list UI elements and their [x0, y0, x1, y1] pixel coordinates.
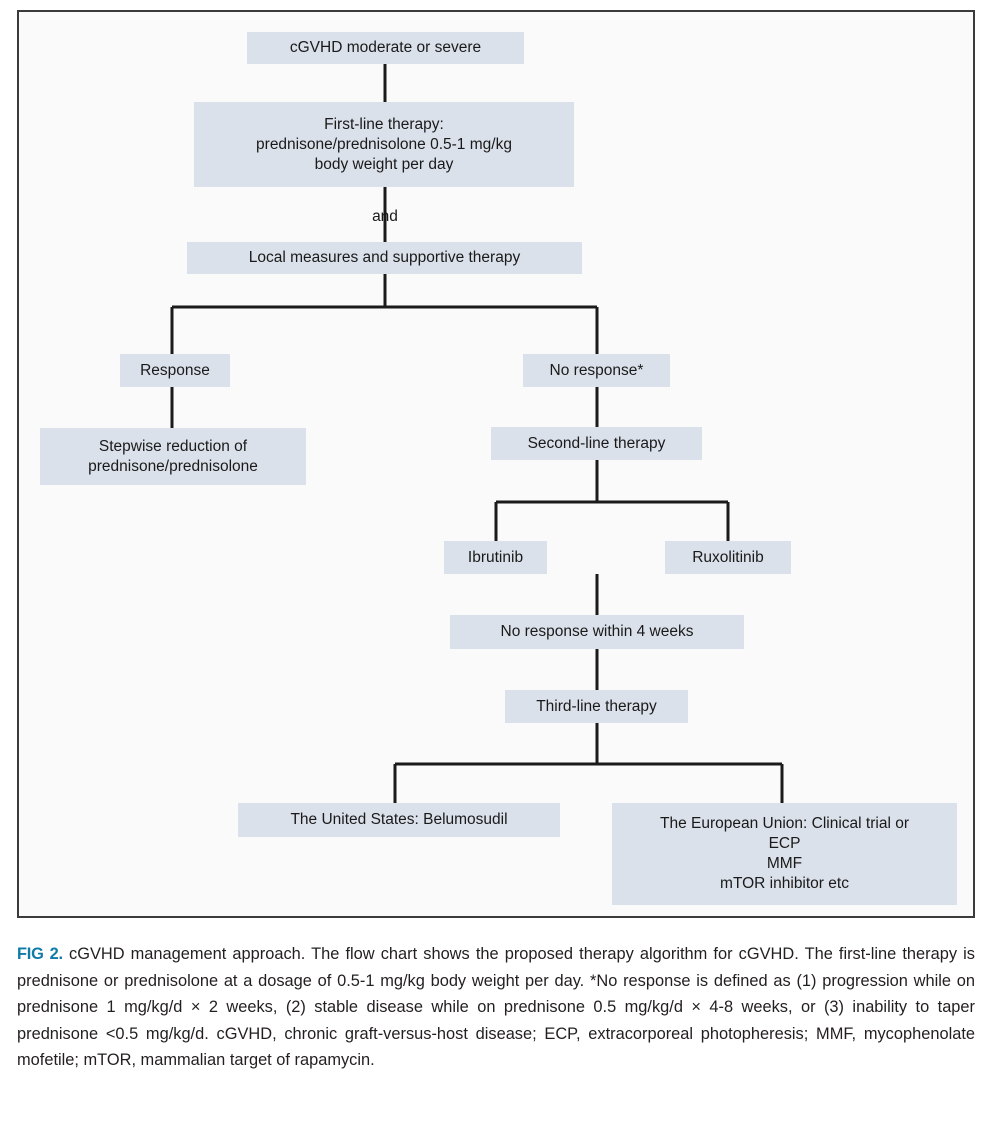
node-no-response[interactable]: No response* — [523, 354, 670, 387]
node-local-measures-label: Local measures and supportive therapy — [248, 249, 521, 266]
node-first-line-therapy-label: First-line therapy: prednisone/prednisol… — [256, 115, 512, 173]
node-ibrutinib-label: Ibrutinib — [467, 548, 524, 566]
node-stepwise-reduction-label: Stepwise reduction of prednisone/prednis… — [88, 437, 258, 475]
node-response-label: Response — [140, 361, 210, 379]
node-european-union-options-label: The European Union: Clinical trial or EC… — [660, 815, 909, 892]
node-and-connector-label: and — [345, 205, 425, 229]
node-second-line-therapy[interactable]: Second-line therapy — [491, 427, 702, 460]
node-no-response-4-weeks-label: No response within 4 weeks — [500, 623, 694, 640]
node-first-line-therapy[interactable]: First-line therapy: prednisone/prednisol… — [194, 102, 574, 187]
figure-label: FIG 2. — [17, 945, 63, 963]
node-united-states-option[interactable]: The United States: Belumosudil — [238, 803, 560, 837]
node-european-union-options[interactable]: The European Union: Clinical trial or EC… — [612, 803, 957, 905]
node-ruxolitinib[interactable]: Ruxolitinib — [665, 541, 791, 574]
node-united-states-option-label: The United States: Belumosudil — [290, 811, 508, 828]
node-third-line-therapy[interactable]: Third-line therapy — [505, 690, 688, 723]
node-start[interactable]: cGVHD moderate or severe — [247, 32, 524, 64]
node-no-response-label: No response* — [549, 361, 644, 379]
figure-caption-text: cGVHD management approach. The flow char… — [17, 945, 975, 1069]
flowchart-connectors — [170, 64, 784, 803]
node-start-label: cGVHD moderate or severe — [289, 39, 482, 56]
node-stepwise-reduction[interactable]: Stepwise reduction of prednisone/prednis… — [40, 428, 306, 485]
node-no-response-4-weeks[interactable]: No response within 4 weeks — [450, 615, 744, 649]
node-second-line-therapy-label: Second-line therapy — [527, 434, 666, 452]
node-third-line-therapy-label: Third-line therapy — [536, 697, 657, 715]
node-ibrutinib[interactable]: Ibrutinib — [444, 541, 547, 574]
flowchart-canvas: cGVHD moderate or severe First-line ther… — [19, 12, 977, 920]
node-and-label: and — [372, 208, 398, 225]
node-response[interactable]: Response — [120, 354, 230, 387]
node-local-measures[interactable]: Local measures and supportive therapy — [187, 242, 582, 274]
figure-frame: cGVHD moderate or severe First-line ther… — [17, 10, 975, 918]
figure-caption: FIG 2. cGVHD management approach. The fl… — [17, 941, 975, 1074]
node-ruxolitinib-label: Ruxolitinib — [692, 548, 764, 566]
